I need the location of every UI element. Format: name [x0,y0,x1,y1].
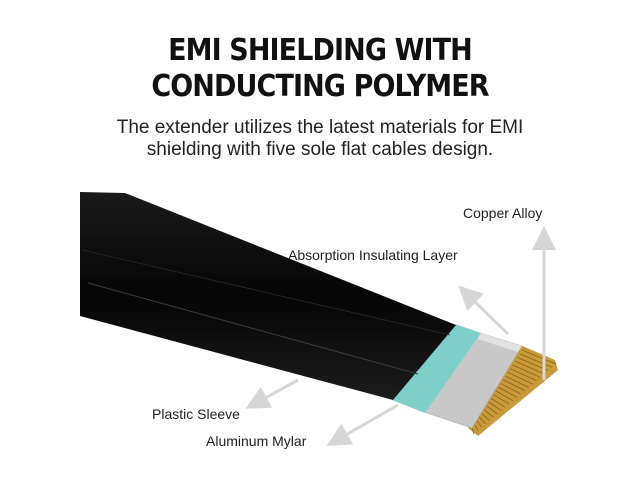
copper-pin [502,379,525,392]
copper-pin [483,409,494,418]
copper-alloy-label: Copper Alloy [463,205,543,221]
copper-pin [521,349,557,365]
plastic-sleeve-arrow [245,378,299,409]
copper-pin [490,397,506,408]
copper-pin [514,360,545,375]
copper-pin [486,405,498,415]
copper-pin [493,394,510,405]
title-line-2: CONDUCTING POLYMER [151,69,489,104]
absorption-insulating-layer [392,324,481,413]
copper-pin [497,386,518,398]
copper-pin [500,383,522,395]
copper-pin [495,390,514,402]
aluminum-mylar-label: Aluminum Mylar [206,433,307,449]
subtitle-line-1: The extender utilizes the latest materia… [116,117,524,138]
copper-pin [488,401,502,411]
copper-pin [519,353,553,368]
subtitle-line-2: shielding with five sole flat cables des… [146,139,494,160]
absorption-layer-label: Absorption Insulating Layer [288,247,458,263]
copper-pin [474,424,479,431]
plastic-sleeve-label: Plastic Sleeve [152,406,240,422]
page-subtitle: The extender utilizes the latest materia… [0,117,640,161]
copper-pin [481,412,490,421]
plastic-sleeve [80,192,456,400]
copper-pin [512,364,541,378]
copper-pin [476,420,483,428]
title-line-1: EMI SHIELDING WITH [168,33,473,68]
aluminum-mylar-arrow [326,403,399,446]
page-title: EMI SHIELDING WITH CONDUCTING POLYMER [32,33,608,105]
copper-pin [505,375,529,388]
absorption-layer-arrow [458,285,510,336]
copper-pin [507,371,533,385]
copper-pin [509,368,537,382]
copper-pin [478,416,487,425]
copper-conductors [468,345,558,436]
copper-pin [471,427,475,435]
